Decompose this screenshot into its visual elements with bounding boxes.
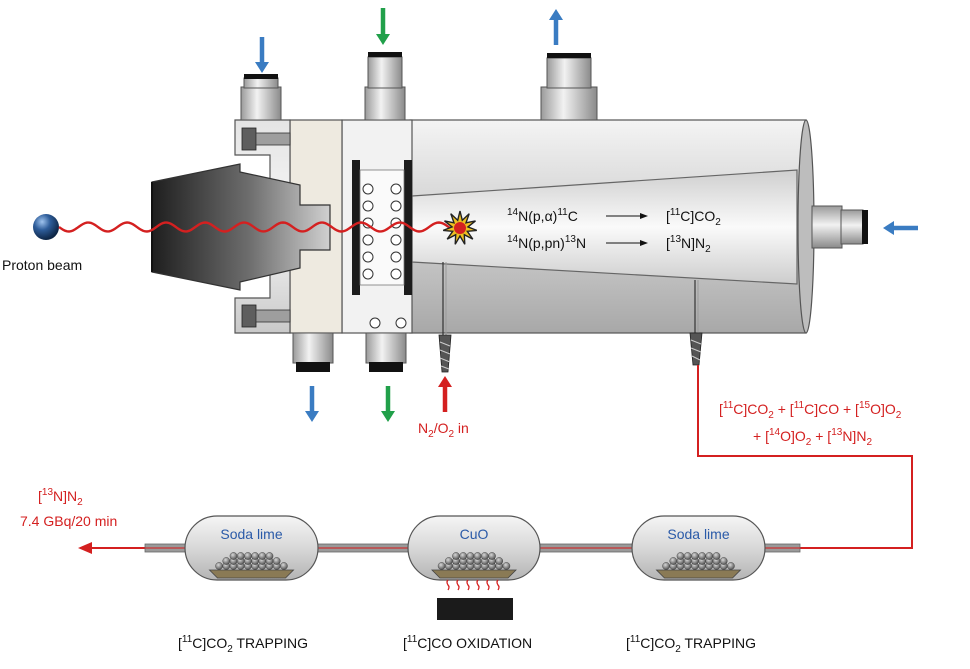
product-output-arrow xyxy=(78,542,92,554)
outlet-products-line-1: [11C]CO2 + [11C]CO + [15O]O2 xyxy=(719,400,902,421)
grid-hole xyxy=(363,252,373,262)
flow-arrow-head xyxy=(381,411,395,422)
bolt-head-upper xyxy=(242,128,256,150)
bolt-head-lower xyxy=(242,305,256,327)
heat-waves xyxy=(447,580,499,590)
window-foil-left xyxy=(352,160,360,295)
grid-hole xyxy=(391,201,401,211)
flange-hole xyxy=(370,318,380,328)
grid-hole xyxy=(391,235,401,245)
fitting-top-1 xyxy=(241,74,281,120)
flow-arrow-head xyxy=(883,221,894,235)
grid-hole xyxy=(363,269,373,279)
grid-hole xyxy=(363,184,373,194)
fitting-right xyxy=(812,206,868,248)
fitting-top-3 xyxy=(541,53,597,120)
flow-arrow-head xyxy=(438,376,452,387)
flange-hole xyxy=(396,318,406,328)
flow-arrow-head xyxy=(376,34,390,45)
proton-ball xyxy=(33,214,59,240)
gas-inlet-label: N2/O2 in xyxy=(418,420,469,440)
flow-arrow-head xyxy=(305,411,319,422)
flow-arrow-head xyxy=(255,62,269,73)
bolt-shaft-lower xyxy=(256,310,290,322)
grid-hole xyxy=(391,184,401,194)
trap-vessels: Soda lime CuO Soda lime xyxy=(185,516,765,580)
cuo-heater xyxy=(437,580,513,620)
grid-hole xyxy=(391,269,401,279)
trap-2-label: CuO xyxy=(460,526,489,542)
bolt-shaft-upper xyxy=(256,133,290,145)
grid-hole xyxy=(391,252,401,262)
trap-3-label: Soda lime xyxy=(667,526,729,542)
fitting-bottom-2 xyxy=(366,333,406,372)
fitting-bottom-1 xyxy=(293,333,333,372)
output-product-label: [13N]N2 xyxy=(38,487,83,508)
trap-vessel-1: Soda lime xyxy=(185,516,318,580)
trap-vessel-3: Soda lime xyxy=(632,516,765,580)
proton-beam-label: Proton beam xyxy=(2,257,82,273)
trap-1-caption: [11C]CO2 TRAPPING xyxy=(178,634,308,655)
grid-hole xyxy=(363,201,373,211)
grid-hole xyxy=(363,235,373,245)
trap-1-label: Soda lime xyxy=(220,526,282,542)
trap-vessel-2: CuO xyxy=(408,516,540,580)
flow-arrow-head xyxy=(549,9,563,20)
output-activity-label: 7.4 GBq/20 min xyxy=(20,513,117,529)
outlet-products-line-2: + [14O]O2 + [13N]N2 xyxy=(753,427,872,448)
reaction-1-left: 14N(p,α)11C xyxy=(507,207,578,224)
fitting-top-2 xyxy=(365,52,405,120)
trap-3-caption: [11C]CO2 TRAPPING xyxy=(626,634,756,655)
trap-2-caption: [11C]CO OXIDATION xyxy=(403,634,532,651)
